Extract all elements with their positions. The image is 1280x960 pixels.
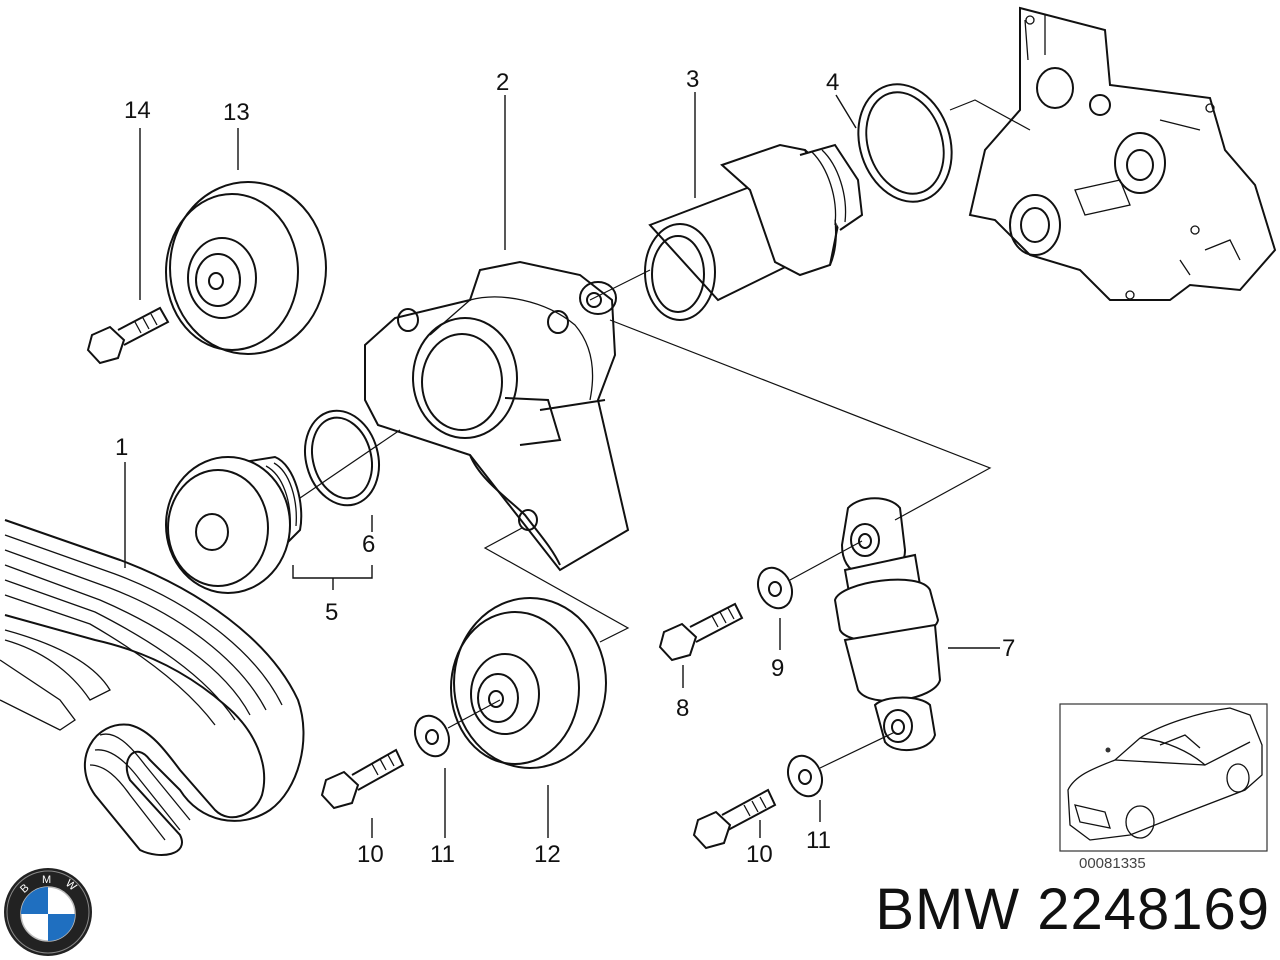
- bmw-logo: B M W: [4, 868, 92, 956]
- engine-timing-cover: [968, 6, 1277, 301]
- sleeve: [644, 143, 864, 321]
- label-5: 5: [325, 599, 338, 626]
- label-14: 14: [124, 97, 151, 124]
- bolt-10a: [320, 748, 405, 810]
- leader-lines: [124, 92, 1000, 838]
- label-2: 2: [496, 69, 509, 96]
- o-ring-large: [857, 83, 953, 203]
- label-1: 1: [115, 434, 128, 461]
- assembly-lines: [299, 99, 1031, 769]
- label-8: 8: [676, 695, 689, 722]
- label-12: 12: [534, 841, 561, 868]
- label-11a: 11: [430, 841, 455, 868]
- label-9: 9: [771, 655, 784, 682]
- bolt-upper: [86, 306, 170, 365]
- tensioner-bracket: [364, 260, 630, 572]
- label-10b: 10: [746, 841, 773, 868]
- label-3: 3: [686, 66, 699, 93]
- label-13: 13: [223, 99, 250, 126]
- part-caption: BMW 2248169: [875, 877, 1270, 942]
- bolt-8: [658, 602, 744, 662]
- drive-belt: [0, 519, 305, 856]
- damper: [833, 497, 942, 752]
- washer-9: [756, 566, 794, 610]
- washer-11a: [413, 714, 451, 758]
- figure-code: 00081335: [1079, 855, 1146, 872]
- bolt-10b: [692, 788, 777, 850]
- label-10a: 10: [357, 841, 384, 868]
- logo-letter-m: M: [42, 874, 51, 886]
- washer-11b: [786, 754, 824, 798]
- pulley-with-shaft: [165, 455, 303, 594]
- label-4: 4: [826, 69, 839, 96]
- label-11b: 11: [806, 827, 831, 854]
- car-thumbnail: 00081335: [1059, 703, 1268, 872]
- part-number-labels: 1 2 3 4 5 6 7 8 9 10 11 12 10 11 13 14: [115, 66, 1015, 868]
- upper-pulley: [165, 181, 327, 355]
- lower-pulley: [450, 597, 607, 769]
- label-7: 7: [1002, 635, 1015, 662]
- label-6: 6: [362, 531, 375, 558]
